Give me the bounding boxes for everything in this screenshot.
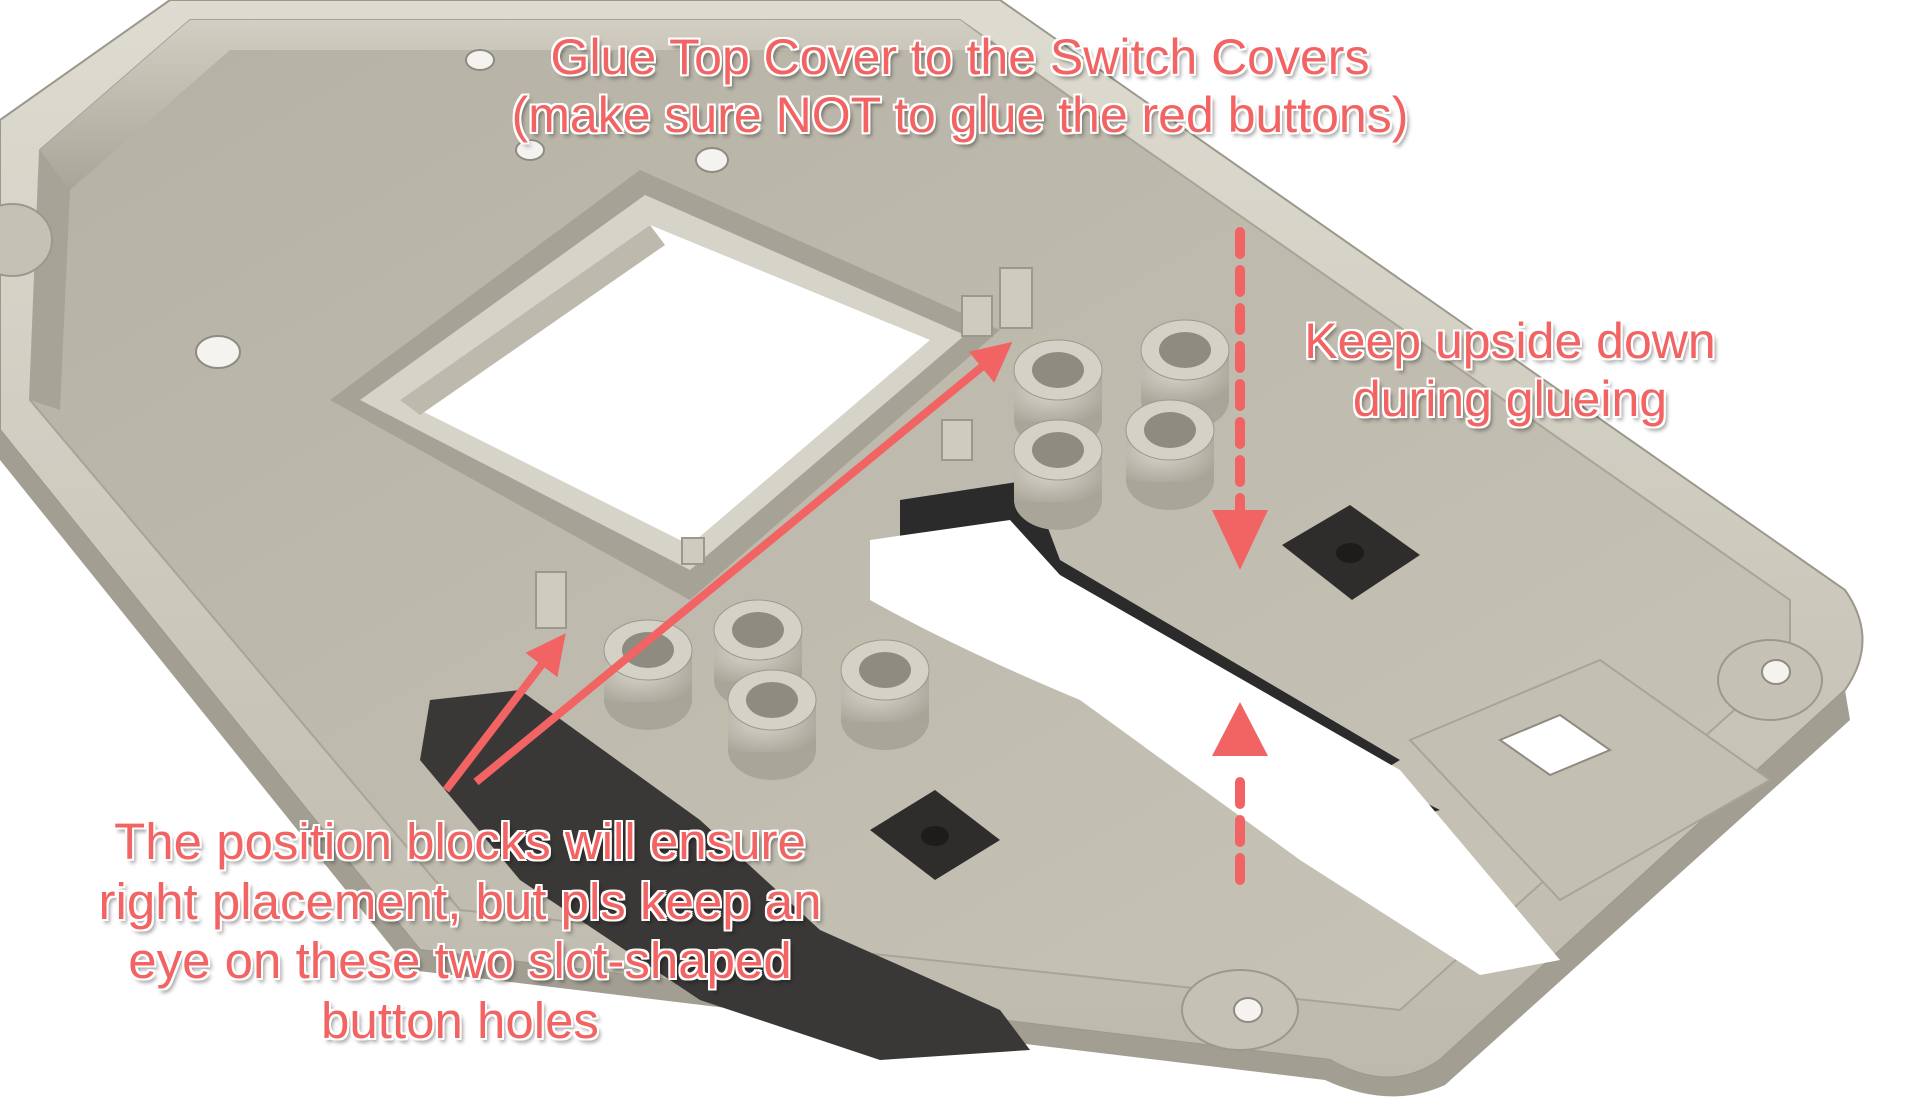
glue-instruction-note: Glue Top Cover to the Switch Covers (mak…: [440, 28, 1480, 144]
lower-ledge: [1408, 658, 1772, 902]
position-note-line-2: right placement, but pls keep an: [98, 872, 822, 930]
display-window: [330, 170, 1000, 600]
position-note-line-1: The position blocks will ensure: [114, 813, 806, 870]
arrow-to-upper-slot: [473, 341, 1013, 786]
position-blocks-note: The position blocks will ensure right pl…: [40, 812, 880, 1051]
arrow-down-head: [1212, 510, 1268, 570]
rubber-pads: [870, 505, 1420, 880]
button-tubes-lower: [603, 599, 930, 780]
orientation-line-2: during glueing: [1352, 371, 1668, 427]
lower-opening: [870, 520, 1560, 975]
position-note-line-3: eye on these two slot-shaped: [128, 932, 792, 990]
glue-instruction-line-1: Glue Top Cover to the Switch Covers: [550, 29, 1370, 85]
arrow-up-head: [1212, 702, 1268, 756]
arrow-to-lower-slot: [442, 633, 566, 793]
orientation-note: Keep upside down during glueing: [1270, 312, 1750, 428]
corner-bosses: [0, 203, 1823, 1051]
orientation-line-1: Keep upside down: [1304, 313, 1716, 369]
small-rect-opening: [1497, 713, 1613, 777]
position-note-line-4: button holes: [321, 991, 599, 1049]
glue-instruction-line-2: (make sure NOT to glue the red buttons): [511, 87, 1409, 143]
button-tubes-upper: [1013, 319, 1230, 530]
position-blocks: [535, 267, 1033, 629]
annotation-arrows: [442, 227, 1268, 885]
